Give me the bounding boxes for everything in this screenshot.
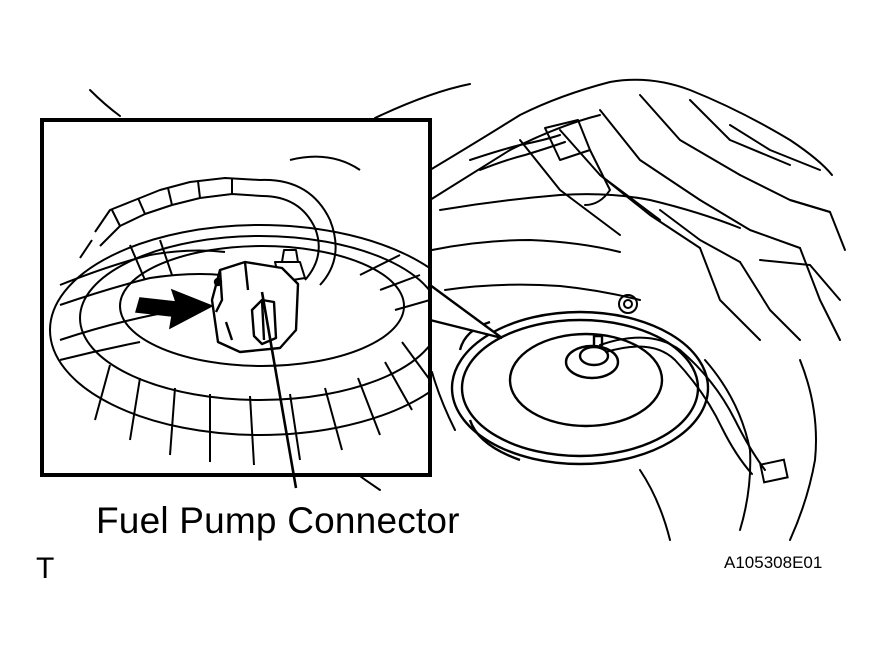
figure-id: A105308E01 [724,553,823,572]
arrow-right-icon [135,288,214,330]
inset-pump-ring [49,155,428,466]
floor-panel-lines [89,78,846,541]
fuel-pump-connector-label: Fuel Pump Connector [96,500,460,541]
callout-leader-line [260,291,298,489]
corner-mark: T [36,552,55,585]
pump-wire-harness [599,336,789,484]
fuel-pump-connector-shape [210,260,300,354]
